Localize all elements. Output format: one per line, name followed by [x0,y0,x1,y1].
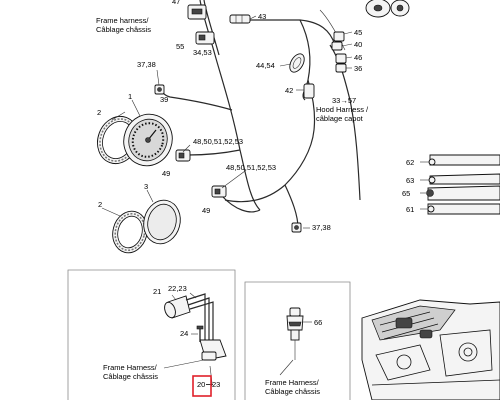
callout-40: 40 [354,40,362,49]
callout-20: 20 [197,380,205,389]
callout-36: 36 [354,64,362,73]
callout-49-lower: 49 [202,206,210,215]
callout-37-38-top: 37,38 [137,60,156,69]
callout-2-upper: 2 [97,108,101,117]
callout-37-38-lower: 37,38 [312,223,331,232]
caption-frame-harness-mid-en: Frame Harness/ [265,378,320,387]
callout-34-53: 34,53 [193,48,212,57]
callout-47: 47 [172,0,180,6]
callout-61: 61 [406,205,414,214]
caption-frame-harness-top-fr: Câblage châssis [96,25,151,34]
callout-62: 62 [406,158,414,167]
top-parts [154,0,410,99]
callout-49-upper: 49 [162,169,170,178]
sensor-detail [163,292,227,369]
callout-2-lower: 2 [98,200,102,209]
caption-hood-harness-en: Hood Harness / [316,105,369,114]
callout-43: 43 [258,12,266,21]
highlight-box [192,375,212,397]
callout-66: 66 [314,318,322,327]
callout-1: 1 [128,92,132,101]
gauge-lower [112,185,302,254]
callout-42: 42 [285,86,293,95]
right-side-parts [426,154,500,215]
callout-labels: 47 43 45 40 46 36 55 34,53 44,54 37,38 3… [97,0,414,389]
caption-hood-harness-fr: câblage capot [316,114,364,123]
callout-39: 39 [160,95,168,104]
callout-33-57: 33→57 [332,96,356,105]
callout-24: 24 [180,329,188,338]
callout-65: 65 [402,189,410,198]
detail-frames [67,269,351,400]
callout-63: 63 [406,176,414,185]
callout-55: 55 [176,42,184,51]
callout-22-23: 22,23 [168,284,187,293]
harness-wires [159,0,361,229]
callout-21: 21 [153,287,161,296]
caption-frame-harness-top-en: Frame harness/ [96,16,149,25]
callout-23: 23 [212,380,220,389]
caption-frame-harness-mid-fr: Câblage châssis [265,387,320,396]
callout-48-53-lower: 48,50,51,52,53 [226,163,276,172]
callout-3: 3 [144,182,148,191]
captions: Frame harness/ Câblage châssis Hood Harn… [96,16,369,396]
caption-frame-harness-left-fr: Câblage châssis [103,372,158,381]
part-66-detail [286,307,312,360]
callout-48-53-upper: 48,50,51,52,53 [193,137,243,146]
engine-block [361,299,500,400]
callout-45: 45 [354,28,362,37]
callout-44-54: 44,54 [256,61,275,70]
gauge-upper [97,113,191,167]
callout-46: 46 [354,53,362,62]
caption-frame-harness-left-en: Frame Harness/ [103,363,158,372]
